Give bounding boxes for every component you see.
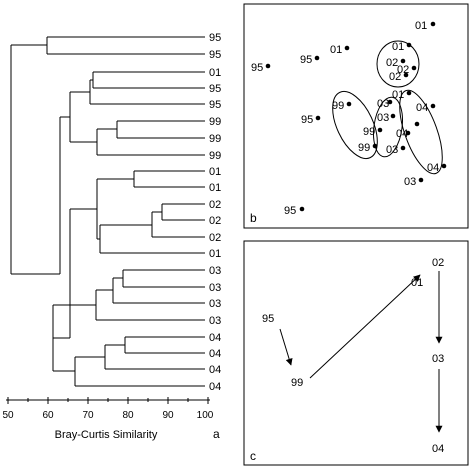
point-label: 01 <box>392 89 404 101</box>
point-label: 03 <box>377 98 389 110</box>
cluster-outline-99 <box>332 90 378 160</box>
ordination-point <box>265 63 271 69</box>
axis-tick-label: 100 <box>197 410 214 421</box>
point-label: 95 <box>251 62 263 74</box>
point-label: 04 <box>427 162 439 174</box>
ordination-point <box>441 163 447 169</box>
ordination-point <box>430 21 436 27</box>
ordination-point <box>414 121 420 127</box>
panel-label-b: b <box>250 211 257 225</box>
point-label: 99 <box>332 100 344 112</box>
cluster-outlines <box>332 40 443 175</box>
ordination-point <box>299 206 305 212</box>
leaf-label: 95 <box>209 99 221 111</box>
axis-tick-label: 50 <box>2 410 14 421</box>
leaf-label: 95 <box>209 32 221 44</box>
cluster-outline-03 <box>373 96 403 158</box>
panel-label-c: c <box>250 449 256 463</box>
ordination-point <box>344 45 350 51</box>
node-label: 01 <box>411 277 423 289</box>
node-label: 03 <box>432 353 444 365</box>
leaf-label: 03 <box>209 298 221 310</box>
leaf-label: 99 <box>209 150 221 162</box>
point-label: 95 <box>301 114 313 126</box>
ordination-point <box>405 130 411 136</box>
point-label: 03 <box>404 176 416 188</box>
ordination-point <box>411 65 417 71</box>
point-label: 02 <box>389 71 401 83</box>
leaf-label: 03 <box>209 315 221 327</box>
point-label: 04 <box>396 128 408 140</box>
ordination-point <box>314 55 320 61</box>
leaf-label: 04 <box>209 348 221 360</box>
ordination-point <box>346 101 352 107</box>
ordination-point <box>372 143 378 149</box>
axis-tick-label: 80 <box>122 410 134 421</box>
leaf-label: 04 <box>209 381 221 393</box>
dendrogram <box>10 36 205 387</box>
node-label: 95 <box>262 313 274 325</box>
leaf-label: 01 <box>209 248 221 260</box>
leaf-label: 99 <box>209 116 221 128</box>
dendrogram-leaf-labels: 95 95 01 95 95 99 99 99 01 01 02 02 02 0… <box>209 32 221 393</box>
arrow-99-to-01 <box>309 274 421 379</box>
leaf-label: 04 <box>209 332 221 344</box>
similarity-axis <box>6 397 210 404</box>
trajectory-arrows <box>279 271 443 433</box>
axis-tick-label: 60 <box>42 410 54 421</box>
point-label: 99 <box>358 142 370 154</box>
cluster-outline-02 <box>376 40 420 88</box>
ordination-point <box>377 127 383 133</box>
ordination-point <box>403 72 409 78</box>
axis-tick-label: 70 <box>82 410 94 421</box>
point-label: 99 <box>363 126 375 138</box>
arrow-95-to-99 <box>279 328 293 366</box>
ordination-point <box>430 103 436 109</box>
leaf-label: 01 <box>209 67 221 79</box>
leaf-label: 99 <box>209 133 221 145</box>
leaf-label: 95 <box>209 49 221 61</box>
panel-label-a: a <box>213 427 220 441</box>
point-label: 95 <box>284 205 296 217</box>
similarity-axis-ticks: 50 60 70 80 90 100 <box>2 410 213 421</box>
axis-title: Bray-Curtis Similarity <box>55 429 158 441</box>
point-label: 03 <box>377 112 389 124</box>
point-label: 01 <box>392 41 404 53</box>
node-label: 02 <box>432 257 444 269</box>
ordination-point <box>387 99 393 105</box>
node-label: 04 <box>432 443 444 455</box>
point-label: 04 <box>416 102 428 114</box>
cluster-outline-04 <box>399 89 443 175</box>
ordination-frame <box>243 3 469 229</box>
leaf-label: 02 <box>209 215 221 227</box>
point-label: 01 <box>330 44 342 56</box>
point-label: 01 <box>415 20 427 32</box>
trajectory-labels: 95 99 01 02 03 04 <box>262 257 444 455</box>
leaf-label: 03 <box>209 282 221 294</box>
point-label: 03 <box>386 144 398 156</box>
leaf-label: 04 <box>209 364 221 376</box>
node-label: 99 <box>291 377 303 389</box>
ordination-point <box>406 42 412 48</box>
ordination-point <box>400 58 406 64</box>
leaf-label: 02 <box>209 199 221 211</box>
leaf-label: 02 <box>209 232 221 244</box>
leaf-label: 03 <box>209 265 221 277</box>
ordination-point-labels: 01 01 01 02 02 02 95 95 01 99 03 04 95 9… <box>251 20 439 217</box>
leaf-label: 01 <box>209 166 221 178</box>
leaf-label: 01 <box>209 182 221 194</box>
leaf-label: 95 <box>209 83 221 95</box>
ordination-point <box>406 90 412 96</box>
trajectory-frame <box>243 240 469 466</box>
axis-tick-label: 90 <box>162 410 174 421</box>
ordination-point <box>400 145 406 151</box>
point-label: 02 <box>386 57 398 69</box>
ordination-point <box>315 115 321 121</box>
ordination-point <box>418 177 424 183</box>
ordination-points <box>265 21 447 212</box>
point-label: 95 <box>300 54 312 66</box>
ordination-point <box>390 113 396 119</box>
point-label: 02 <box>397 64 409 76</box>
